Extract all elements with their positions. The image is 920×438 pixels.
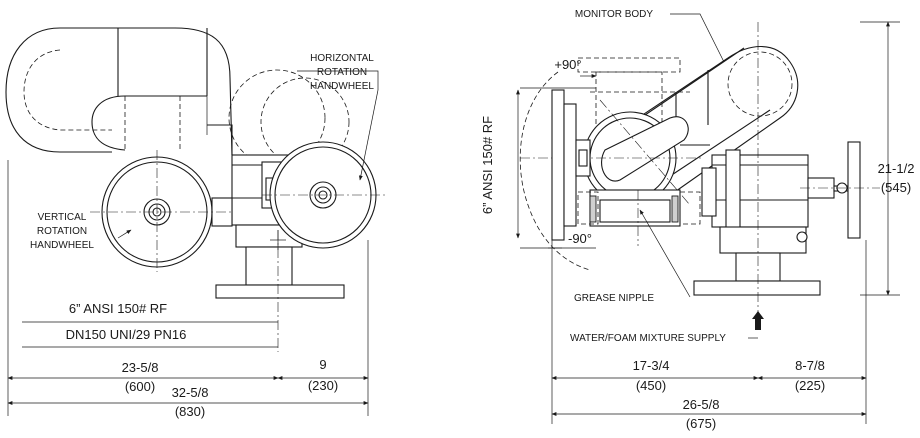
horizontal-handwheel-label-1: HORIZONTAL [310, 53, 374, 64]
outlet-flange [551, 89, 565, 241]
dim-right-a-mm: (450) [636, 378, 666, 393]
dim-left-b-mm: (230) [308, 378, 338, 393]
dim-left-b-inch: 9 [319, 357, 326, 372]
vertical-handwheel-label-2: ROTATION [37, 226, 87, 237]
dim-left-a-mm: (600) [125, 379, 155, 394]
standard-spec-label: DN150 UNI/29 PN16 [66, 327, 187, 342]
monitor-elbow-outline [5, 27, 233, 156]
dim-right-a-inch: 17-3/4 [633, 358, 670, 373]
minus-90-angle: -90° [568, 231, 592, 246]
grease-nipple-label: GREASE NIPPLE [574, 293, 654, 304]
supply-label: WATER/FOAM MIXTURE SUPPLY [570, 333, 726, 344]
dim-right-b-inch: 8-7/8 [795, 358, 825, 373]
flange-spec-label: 6” ANSI 150# RF [69, 301, 167, 316]
vertical-handwheel [90, 150, 233, 272]
inlet-flange [215, 284, 345, 299]
monitor-body-label: MONITOR BODY [575, 9, 653, 20]
vertical-handwheel-label-3: HANDWHEEL [30, 240, 94, 251]
dim-left-a-inch: 23-5/8 [122, 360, 159, 375]
plus-90-angle: +90° [554, 57, 581, 72]
vertical-handwheel-label-1: VERTICAL [38, 212, 87, 223]
dim-right-total-mm: (675) [686, 416, 716, 431]
dim-right-b-mm: (225) [795, 378, 825, 393]
front-view: MONITOR BODY [480, 9, 914, 431]
horizontal-handwheel-label-3: HANDWHEEL [310, 81, 374, 92]
side-handwheel [847, 141, 861, 239]
dim-left-total-mm: (830) [175, 404, 205, 419]
horizontal-handwheel-label-2: ROTATION [317, 67, 367, 78]
supply-flange [693, 280, 821, 296]
vertical-flange-label: 6” ANSI 150# RF [480, 116, 495, 214]
dim-height-mm: (545) [881, 180, 911, 195]
horizontal-handwheel [262, 141, 385, 249]
dim-right-total-inch: 26-5/8 [683, 397, 720, 412]
dim-height-inch: 21-1/2 [878, 161, 915, 176]
dim-left-total-inch: 32-5/8 [172, 385, 209, 400]
side-view: HORIZONTAL ROTATION HANDWHEEL VERTICAL R… [5, 27, 385, 419]
supply-arrow-icon [752, 311, 764, 330]
